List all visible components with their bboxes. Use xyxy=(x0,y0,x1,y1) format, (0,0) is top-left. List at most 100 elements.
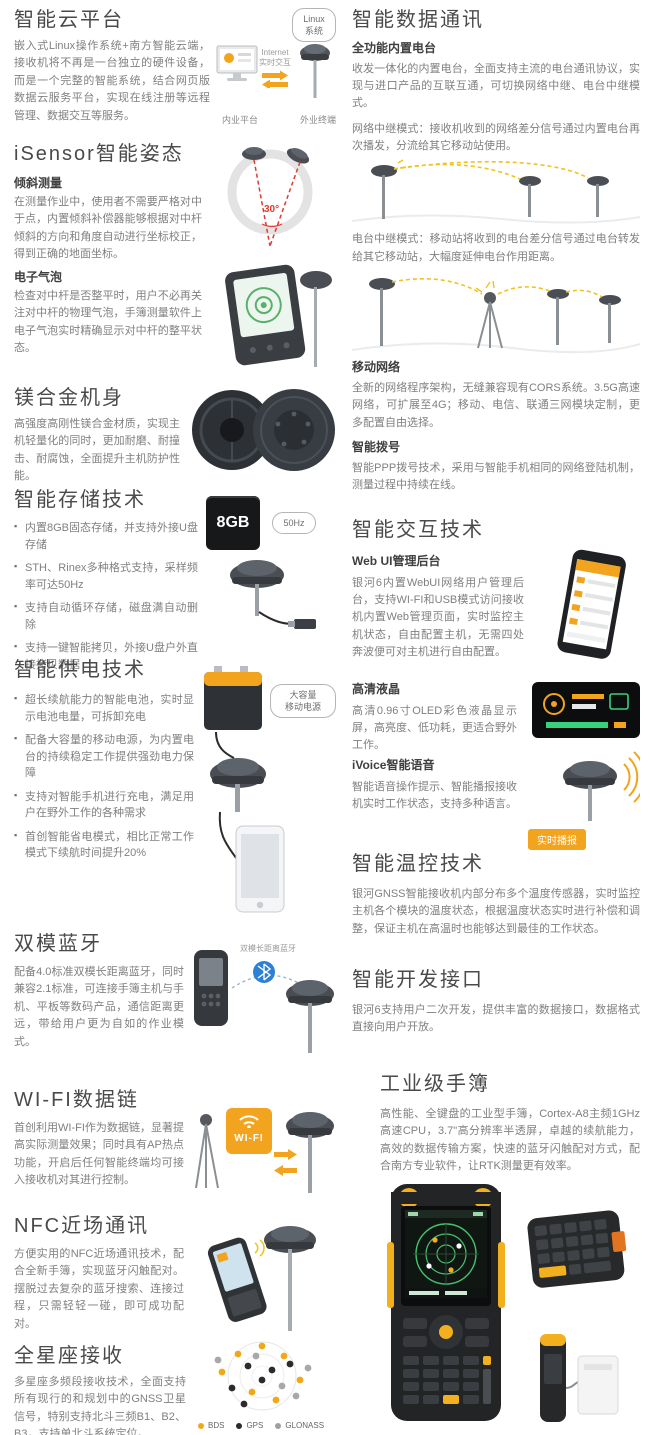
keyboard-detail-image xyxy=(527,1210,627,1288)
radio-subtitle: 全功能内置电台 xyxy=(352,41,437,55)
section-storage: 智能存储技术 内置8GB固态存储，并支持外接U盘存储 STH、Rinex多种格式… xyxy=(14,488,336,671)
controller-side-image xyxy=(540,1334,619,1422)
magnesium-body-text: 高强度高刚性镁合金材质，实现主机轻量化的同时，更加耐磨、耐撞击、耐腐蚀，全面提升… xyxy=(14,418,180,483)
storage-chip-icon: 8GB xyxy=(206,496,260,550)
power-illustration: 大容量 移动电源 xyxy=(200,662,336,916)
ebubble-photo xyxy=(225,264,332,367)
wifi-illustration: WI-FI xyxy=(188,1090,336,1198)
wifi-logo-label: WI-FI xyxy=(234,1133,264,1144)
radio-body: 收发一体化的内置电台，全面支持主流的电台通讯协议，实现与进口产品的互联互通，可切… xyxy=(352,62,640,110)
gnss-receiver-icon xyxy=(300,44,330,98)
nfc-illustration xyxy=(207,1226,316,1331)
bluetooth-title: 双模蓝牙 xyxy=(14,933,102,955)
radio-relay-diagram xyxy=(352,278,640,354)
storage-title: 智能存储技术 xyxy=(14,489,146,511)
tilt-angle-label: 30° xyxy=(264,204,280,215)
bluetooth-graphic xyxy=(194,950,334,1053)
handbook-body: 高性能、全键盘的工业型手簿，Cortex-A8主频1GHz高速CPU，3.7"高… xyxy=(380,1108,640,1173)
section-nfc: NFC近场通讯 方便实用的NFC近场通讯技术，配合全新手簿，实现蓝牙闪触配对。摆… xyxy=(14,1214,336,1336)
wifi-logo-box: WI-FI xyxy=(226,1108,272,1154)
handbook-title: 工业级手簿 xyxy=(380,1073,490,1095)
tilt-diagram-graphic xyxy=(227,147,313,247)
constellation-body: 多星座多频段接收技术，全面支持所有现行的和规划中的GNSS卫星信号，特别支持北斗… xyxy=(14,1376,186,1435)
legend-item-gps: GPS xyxy=(236,1421,263,1430)
chip-capacity-label: 8GB xyxy=(216,514,250,531)
section-interaction: 智能交互技术 Web UI管理后台 银河6内置WebUI网络用户管理后台，支持W… xyxy=(352,518,646,850)
nfc-title: NFC近场通讯 xyxy=(14,1215,150,1237)
webui-block: Web UI管理后台 银河6内置WebUI网络用户管理后台，支持WI-FI和US… xyxy=(352,549,640,672)
power-bullet: 首创智能省电模式，相比正常工作模式下续航时间提升20% xyxy=(14,829,194,862)
section-power: 智能供电技术 超长续航能力的智能电池，实时显示电池电量，可拆卸充电 配备大容量的… xyxy=(14,658,336,920)
storage-bullet-list: 内置8GB固态存储，并支持外接U盘存储 STH、Rinex多种格式支持，采样频率… xyxy=(14,520,198,680)
storage-bullet: 内置8GB固态存储，并支持外接U盘存储 xyxy=(14,520,198,553)
legend-item-bds: BDS xyxy=(198,1421,224,1430)
section-bluetooth: 双模蓝牙 配备4.0标准双模长距离蓝牙，同时兼容2.1标准，可连接手簿主机与手机… xyxy=(14,932,336,1076)
temperature-title: 智能温控技术 xyxy=(352,853,484,875)
skyplot-illustration: BDS GPS GLONASS xyxy=(190,1338,336,1432)
oled-subtitle: 高清液晶 xyxy=(352,682,401,696)
section-wifi: WI-FI数据链 首创利用WI-FI作为数据链，显著提高实际测量效果；同时具有A… xyxy=(14,1088,336,1206)
caption-office-platform: 内业平台 xyxy=(222,115,259,125)
bubble-body: 检查对中杆是否整平时，用户不必再关注对中杆的物理气泡，手簿测量软件上电子气泡实时… xyxy=(14,290,202,355)
receiver-usb-icon xyxy=(230,560,316,629)
gps-dot-icon xyxy=(236,1422,243,1429)
datacomm-title: 智能数据通讯 xyxy=(352,9,484,31)
mobile-network-subtitle: 移动网络 xyxy=(352,360,401,375)
webui-body: 银河6内置WebUI网络用户管理后台，支持WI-FI和USB模式访问接收机内置W… xyxy=(352,576,524,659)
sync-arrows-icon xyxy=(262,70,288,88)
broadcast-label: 实时播报 xyxy=(528,829,586,850)
storage-illustration: 8GB 50Hz xyxy=(206,494,336,648)
webui-subtitle: Web UI管理后台 xyxy=(352,554,441,568)
ivoice-body: 智能语音操作提示、智能播报接收机实时工作状态，支持多种语言。 xyxy=(352,780,517,810)
storage-bullet: 支持一键智能拷贝，外接U盘户外直接拷贝数据 xyxy=(14,640,198,673)
glonass-dot-icon xyxy=(275,1422,282,1429)
bubble-subtitle: 电子气泡 xyxy=(14,270,63,284)
section-temperature: 智能温控技术 银河GNSS智能接收机内部分布多个温度传感器，实时监控主机各个模块… xyxy=(352,852,640,956)
magnesium-housing-image xyxy=(192,389,335,471)
ivoice-subtitle: iVoice智能语音 xyxy=(352,758,435,772)
power-title: 智能供电技术 xyxy=(14,659,146,681)
bluetooth-illustration: 双模长距离蓝牙 xyxy=(188,938,336,1060)
section-cloud-platform: 智能云平台 嵌入式Linux操作系统+南方智能云端，接收机将不再是一台独立的硬件… xyxy=(14,8,336,136)
linux-badge: Linux 系统 xyxy=(292,8,336,43)
bds-dot-icon xyxy=(198,1422,204,1429)
tilt-body: 在测量作业中，使用者不需要严格对中于点，内置倾斜补偿器能够根据对中杆倾斜的方向和… xyxy=(14,196,202,261)
wifi-title: WI-FI数据链 xyxy=(14,1089,139,1111)
handbook-illustrations xyxy=(380,1176,640,1434)
skyplot-graphic xyxy=(214,1341,312,1411)
ivoice-illustration: 实时播报 xyxy=(528,750,646,850)
interaction-title: 智能交互技术 xyxy=(352,519,484,541)
temperature-body: 银河GNSS智能接收机内部分布多个温度传感器，实时监控主机各个模块的温度状态，根… xyxy=(352,888,640,935)
power-bullet: 超长续航能力的智能电池，实时显示电池电量，可拆卸充电 xyxy=(14,692,194,725)
desktop-monitor-icon xyxy=(216,45,258,81)
powerbank-label: 大容量 移动电源 xyxy=(270,684,336,719)
constellation-title: 全星座接收 xyxy=(14,1345,124,1367)
legend-label: BDS xyxy=(208,1421,225,1430)
legend-label: GPS xyxy=(246,1421,264,1430)
cloud-illustration: Linux 系统 Internet 实时交互 内业平台 xyxy=(214,8,336,126)
bluetooth-body: 配备4.0标准双模长距离蓝牙，同时兼容2.1标准，可连接手簿主机与手机、平板等数… xyxy=(14,966,184,1048)
dial-body: 智能PPP拨号技术，采用与智能手机相同的网络登陆机制，测量过程中持续在线。 xyxy=(352,461,640,491)
tilt-subtitle: 倾斜测量 xyxy=(14,176,63,190)
section-data-comm: 智能数据通讯 全功能内置电台 收发一体化的内置电台，全面支持主流的电台通讯协议，… xyxy=(352,8,640,513)
ivoice-block: iVoice智能语音 智能语音操作提示、智能播报接收机实时工作状态，支持多种语言… xyxy=(352,751,646,850)
cloud-body: 嵌入式Linux操作系统+南方智能云端，接收机将不再是一台独立的硬件设备，而是一… xyxy=(14,40,210,122)
power-bullet: 支持对智能手机进行充电，满足用户在野外工作的各种需求 xyxy=(14,789,194,822)
devapi-title: 智能开发接口 xyxy=(352,969,484,991)
webui-phone-image xyxy=(557,549,626,659)
caption-field-terminal: 外业终端 xyxy=(299,115,336,125)
magnesium-title: 镁合金机身 xyxy=(14,387,124,409)
oled-block: 高清液晶 高清0.96寸OLED彩色液晶显示屏，高亮度、低功耗，更适合野外工作。 xyxy=(352,682,640,751)
bluetooth-range-label: 双模长距离蓝牙 xyxy=(240,944,296,953)
section-handbook: 工业级手簿 高性能、全键盘的工业型手簿，Cortex-A8主频1GHz高速CPU… xyxy=(380,1072,640,1435)
controller-front-image xyxy=(387,1184,505,1421)
wifi-signal-icon xyxy=(239,1115,259,1129)
ivoice-receiver-image xyxy=(563,751,646,821)
nfc-body: 方便实用的NFC近场通讯技术，配合全新手簿，实现蓝牙闪触配对。摆脱过去复杂的蓝牙… xyxy=(14,1248,184,1330)
legend-item-glonass: GLONASS xyxy=(275,1421,324,1430)
legend-label: GLONASS xyxy=(285,1421,325,1430)
storage-bullet: 支持自动循环存储，磁盘满自动删除 xyxy=(14,600,198,633)
oled-body: 高清0.96寸OLED彩色液晶显示屏，高亮度、低功耗，更适合野外工作。 xyxy=(352,704,517,752)
storage-bullet: STH、Rinex多种格式支持，采样频率可达50Hz xyxy=(14,560,198,593)
